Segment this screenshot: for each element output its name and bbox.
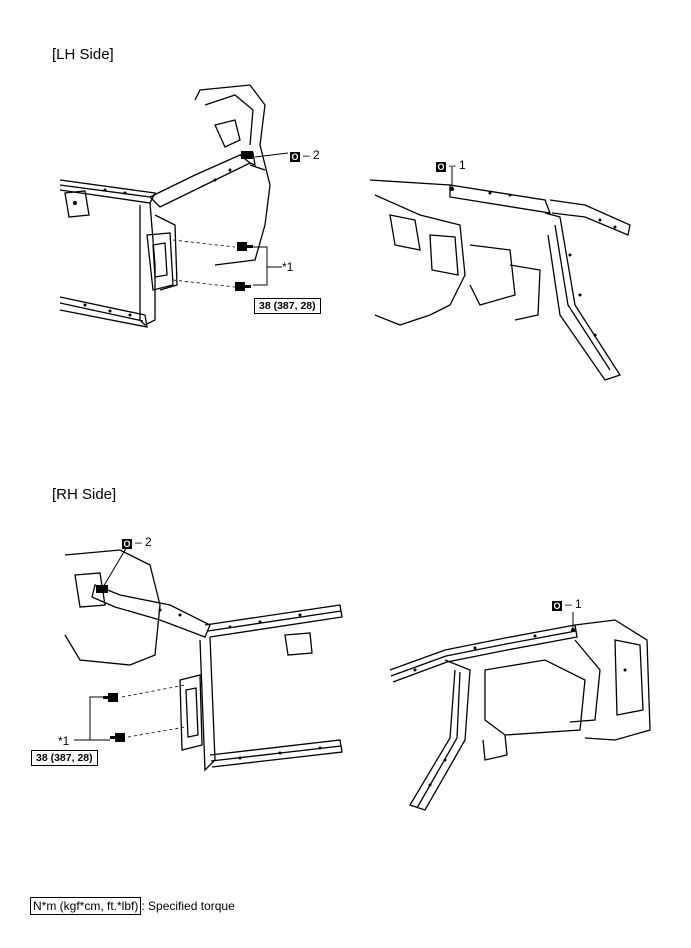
rh-front-structure-diagram bbox=[389, 612, 651, 811]
lh-radiator-support-diagram bbox=[59, 84, 289, 328]
rh-bolt-ref: *1 bbox=[58, 734, 70, 748]
lubricant-badge-icon: O bbox=[290, 152, 300, 162]
rh-callout-1: O– 1 bbox=[552, 597, 582, 611]
lh-bolt-ref: *1 bbox=[282, 260, 294, 274]
lh-side-title: [LH Side] bbox=[52, 46, 114, 63]
rh-side-title: [RH Side] bbox=[52, 486, 117, 503]
lubricant-badge-icon: O bbox=[436, 162, 446, 172]
lh-front-structure-diagram bbox=[369, 167, 631, 381]
lubricant-badge-icon: O bbox=[122, 539, 132, 549]
rh-torque-spec: 38 (387, 28) bbox=[31, 750, 98, 766]
rh-callout-2: O– 2 bbox=[122, 535, 152, 549]
torque-legend-description: : Specified torque bbox=[141, 899, 235, 913]
lh-callout-1: O– 1 bbox=[436, 158, 466, 172]
lh-callout-2: O– 2 bbox=[290, 148, 320, 162]
lh-torque-spec: 38 (387, 28) bbox=[254, 298, 321, 314]
torque-unit-box: N*m (kgf*cm, ft.*lbf) bbox=[30, 897, 142, 915]
lubricant-badge-icon: O bbox=[552, 601, 562, 611]
torque-legend: N*m (kgf*cm, ft.*lbf): Specified torque bbox=[30, 897, 235, 915]
rh-radiator-support-diagram bbox=[64, 544, 343, 772]
